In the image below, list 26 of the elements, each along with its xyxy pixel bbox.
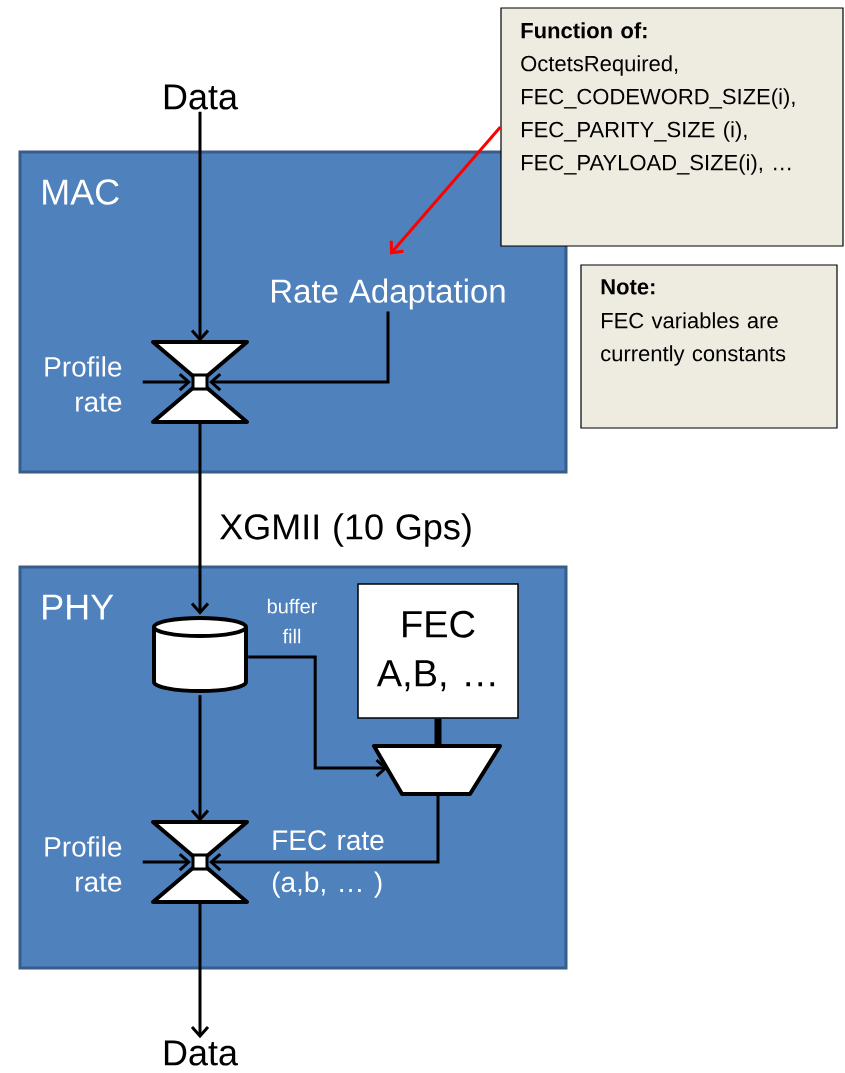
arrow [190, 902, 210, 1039]
block-label: Profile rate [45, 836, 122, 892]
arrow [190, 111, 210, 342]
note-box: Function of: OctetsRequired, FEC_CODEWORD_SIZE(i), FEC_PARITY_SIZE (i), FEC_PAYLOAD_SIZE(i), … [500, 7, 844, 247]
arrow [209, 794, 440, 872]
node-label: Data [164, 1040, 238, 1066]
process-box: FEC A,B, … [357, 583, 519, 719]
edge-label: XGMII (10 Gps) [220, 513, 471, 547]
hourglass-symbol [151, 340, 249, 424]
multiplexer-symbol [372, 744, 502, 796]
arrow [142, 372, 191, 392]
block-label: Rate Adaptation [272, 278, 505, 310]
arrow [142, 852, 191, 872]
arrow [209, 311, 390, 392]
arrow [190, 695, 210, 822]
block-label: Profile rate [45, 356, 122, 412]
note-box: Note: FEC variables are currently constants [580, 264, 838, 429]
node-label: Data [164, 84, 238, 110]
hourglass-symbol [151, 820, 249, 904]
edge-label: buffer fill [267, 598, 318, 644]
buffer-cylinder [152, 616, 248, 693]
arrow [248, 655, 388, 778]
arrow [389, 126, 502, 255]
connector-line [434, 718, 442, 746]
arrow [190, 422, 210, 615]
edge-label: FEC rate (a,b, … ) [272, 830, 384, 898]
